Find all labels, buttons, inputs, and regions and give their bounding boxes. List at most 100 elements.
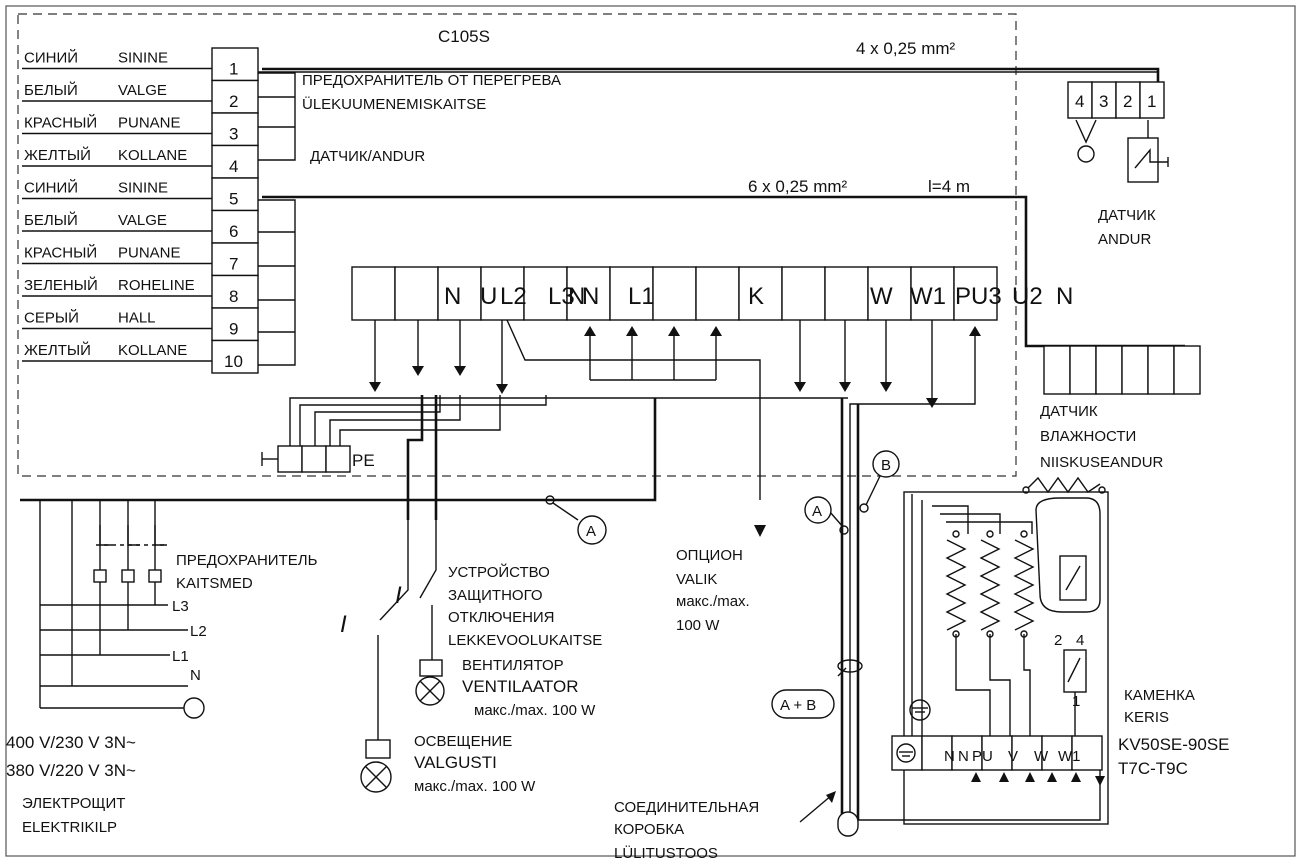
terminal-label: W xyxy=(870,283,893,310)
heater-model-1: KV50SE-90SE xyxy=(1118,735,1230,754)
arrow-up xyxy=(668,326,680,336)
heater-terminal-label: N xyxy=(958,748,969,765)
sensor-label-ru: ДАТЧИК xyxy=(1098,207,1156,224)
humidity-terminal-cell xyxy=(1121,345,1149,395)
arrow-up xyxy=(1071,772,1081,782)
wire-color-ru: БЕЛЫЙ xyxy=(24,81,78,99)
wire-number: 8 xyxy=(229,287,238,306)
switch-num-4: 4 xyxy=(1076,632,1084,649)
wire-number: 9 xyxy=(229,320,238,339)
heater-terminal-label: PU xyxy=(972,748,993,765)
heater-label-ee: KERIS xyxy=(1124,709,1169,726)
pe-block: PE xyxy=(261,445,375,473)
wire-color-ee: VALGE xyxy=(118,82,167,99)
wire-color-ee: ROHELINE xyxy=(118,277,195,294)
terminal-cell xyxy=(351,266,396,321)
wire-color-ru: КРАСНЫЙ xyxy=(24,244,97,262)
junction-label-3: LÜLITUSTOOS xyxy=(614,844,718,862)
terminal-label: N xyxy=(568,283,585,310)
fan-label-max: макс./max. 100 W xyxy=(474,702,596,719)
humidity-label-ru2: ВЛАЖНОСТИ xyxy=(1040,428,1136,445)
wire-number: 10 xyxy=(224,352,243,371)
terminal-cell xyxy=(652,266,697,321)
arrow-down xyxy=(496,384,508,394)
terminal-label: K xyxy=(748,283,764,310)
humidity-terminal-cell xyxy=(1043,345,1071,395)
arrow-up xyxy=(1047,772,1057,782)
wire-number: 3 xyxy=(229,125,238,144)
heater-terminal-label: N xyxy=(944,748,955,765)
fan-load: ВЕНТИЛЯТОР VENTILAATOR макс./max. 100 W xyxy=(415,657,596,719)
arrow-up xyxy=(971,772,981,782)
marker-a: A xyxy=(812,503,822,520)
heater-elements xyxy=(911,494,1035,736)
heating-element xyxy=(1013,539,1035,631)
wire-number: 6 xyxy=(229,222,238,241)
element-node xyxy=(1020,530,1028,538)
heating-element xyxy=(945,539,967,631)
terminal-label: PU3 xyxy=(955,283,1002,310)
sensor-terminal-cell xyxy=(1139,81,1165,119)
humidity-terminal-cell xyxy=(1069,345,1097,395)
heating-element xyxy=(979,539,1001,631)
heater-terminal-cell xyxy=(921,735,953,771)
wire-number-cell xyxy=(211,47,259,82)
wire-color-ee: HALL xyxy=(118,310,156,327)
sensor-terminal-label: 4 xyxy=(1075,92,1084,111)
heater-label-ru: КАМЕНКА xyxy=(1124,687,1195,704)
humidity-sensor: ДАТЧИК ВЛАЖНОСТИ NIISKUSEANDUR xyxy=(1040,345,1201,471)
terminal-cell xyxy=(781,266,826,321)
fan-label-ru: ВЕНТИЛЯТОР xyxy=(462,657,564,674)
rcd-switches: I I УСТРОЙСТВО ЗАЩИТНОГО ОТКЛЮЧЕНИЯ LEKK… xyxy=(340,520,602,740)
heater-terminal-label: V xyxy=(1008,748,1018,765)
rcd-symbol-2: I xyxy=(395,582,402,609)
humidity-terminal-cell xyxy=(1147,345,1175,395)
line-label-n: N xyxy=(190,667,201,684)
arrow-down xyxy=(880,382,892,392)
overheat-ru: ПРЕДОХРАНИТЕЛЬ ОТ ПЕРЕГРЕВА xyxy=(302,72,561,89)
wire-number-cell xyxy=(211,144,259,179)
arrow-down xyxy=(839,382,851,392)
heater-wire xyxy=(1023,634,1031,736)
arrow-up xyxy=(1025,772,1035,782)
terminal-cell xyxy=(437,266,482,321)
wire-number-cell xyxy=(211,307,259,342)
marker-ab: A + B xyxy=(780,697,816,714)
rcd-label-3: ОТКЛЮЧЕНИЯ xyxy=(448,609,555,626)
humidity-terminal-cell xyxy=(1173,345,1201,395)
option-label-watt: 100 W xyxy=(676,617,720,634)
arrow-up xyxy=(584,326,596,336)
terminal-cell xyxy=(867,266,912,321)
wire-color-ru: СИНИЙ xyxy=(24,49,78,67)
sensor-terminal-cell xyxy=(1115,81,1141,119)
terminal-cell xyxy=(738,266,783,321)
lighting-label-max: макс./max. 100 W xyxy=(414,778,536,795)
controller-model: C105S xyxy=(438,27,490,46)
terminal-label: U2 xyxy=(1012,283,1043,310)
arrow-down xyxy=(794,382,806,392)
fuse-label-ru: ПРЕДОХРАНИТЕЛЬ xyxy=(176,552,318,569)
lighting-load: ОСВЕЩЕНИЕ VALGUSTI макс./max. 100 W xyxy=(360,733,536,795)
heater-model-2: T7C-T9C xyxy=(1118,759,1188,778)
wire-color-ee: VALGE xyxy=(118,212,167,229)
lighting-label-ee: VALGUSTI xyxy=(414,753,497,772)
wire-number: 2 xyxy=(229,92,238,111)
option-label-ru: ОПЦИОН xyxy=(676,547,743,564)
element-node xyxy=(986,530,994,538)
sensor-line-label: ДАТЧИК/ANDUR xyxy=(310,148,425,165)
pe-label: PE xyxy=(352,451,375,470)
arrow-up xyxy=(626,326,638,336)
terminal-strip-arrows xyxy=(369,326,981,408)
wire-color-ru: ЖЕЛТЫЙ xyxy=(24,341,91,359)
panel-title-ru: ЭЛЕКТРОЩИТ xyxy=(22,795,125,812)
terminal-cell xyxy=(609,266,654,321)
terminal-cell xyxy=(695,266,740,321)
wire-color-ru: ЗЕЛЕНЫЙ xyxy=(24,276,98,294)
panel-title-ee: ELEKTRIKILP xyxy=(22,819,117,836)
rcd-label-4: LEKKEVOOLUKAITSE xyxy=(448,632,602,649)
switch-num-1: 1 xyxy=(1072,693,1080,710)
